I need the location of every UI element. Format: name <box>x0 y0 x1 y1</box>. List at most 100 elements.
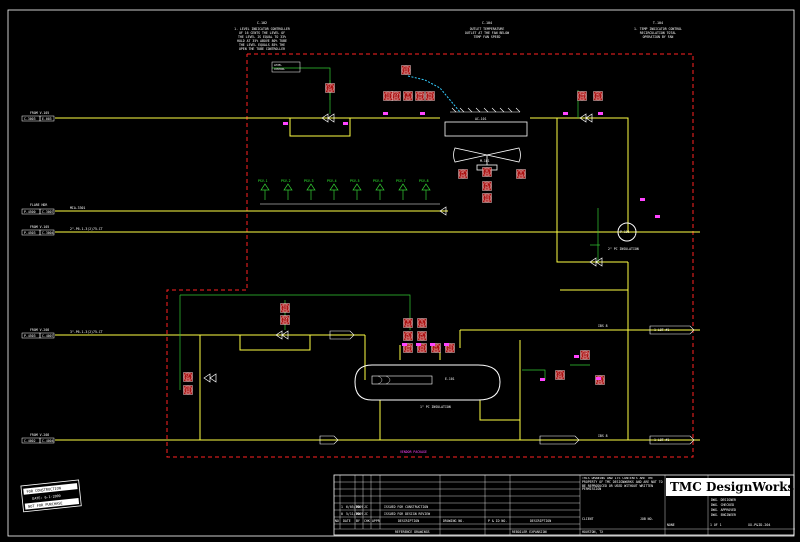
svg-text:THE LEVEL IS EQUAL TO 33%: THE LEVEL IS EQUAL TO 33% <box>238 35 286 39</box>
lower-instrument-tag: LSH <box>583 352 588 356</box>
svg-text:FROM V-105: FROM V-105 <box>30 111 49 115</box>
lower-instrument-bubble <box>403 318 413 328</box>
top-instrument-ring <box>593 91 603 101</box>
svg-text:CLIENT: CLIENT <box>582 517 594 521</box>
fan-control-line <box>407 75 461 113</box>
lower-instrument-tag: FT <box>434 345 438 349</box>
top-instrument-number: 103 <box>485 198 490 202</box>
top-instrument-bubble <box>577 91 587 101</box>
lower-instrument-tag: PT <box>420 333 424 337</box>
top-instrument-number: 103 <box>580 96 585 100</box>
svg-text:DESCRIPTION: DESCRIPTION <box>530 519 551 523</box>
top-instrument-number: 101 <box>386 96 391 100</box>
lower-instrument-tag: LAL <box>420 345 425 349</box>
boundary-line <box>166 53 694 458</box>
svg-text:DRAWING NO.: DRAWING NO. <box>443 519 464 523</box>
lower-instrument-bubble <box>417 331 427 341</box>
svg-text:C-4007: C-4007 <box>42 334 54 338</box>
lower-instrument-number: 201 <box>283 308 288 312</box>
approval-stamp: FOR CONSTRUCTION DATE: 6-1-2009 NOT FOR … <box>20 479 82 513</box>
top-instrument-number: 101 <box>406 96 411 100</box>
motor-label: M-101 <box>480 159 490 163</box>
svg-text:NO: NO <box>335 519 339 523</box>
lower-instrument-ring <box>431 343 441 353</box>
lower-instrument-bubble <box>431 343 441 353</box>
svg-text:C-3007: C-3007 <box>42 210 54 214</box>
lower-instrument-tag: LG <box>558 372 562 376</box>
svg-text:PSV-6: PSV-6 <box>373 179 383 183</box>
svg-text:1: 1 <box>341 505 343 509</box>
ibs-top-label: IBS 8 <box>598 324 608 328</box>
top-instrument-tag: LT <box>328 85 332 89</box>
svg-text:C-3003: C-3003 <box>24 117 36 121</box>
lower-instrument-number: 202 <box>420 323 425 327</box>
svg-text:JC: JC <box>364 505 368 509</box>
svg-text:NONE: NONE <box>667 523 675 527</box>
svg-text:C-104: C-104 <box>482 21 492 25</box>
svg-text:P & ID NO.: P & ID NO. <box>488 519 507 523</box>
top-instrument-tag: SC <box>485 169 489 173</box>
lower-instrument-tag: LAH <box>406 345 411 349</box>
top-instrument-bubble <box>401 65 411 75</box>
svg-text:OUTLET TEMPERATURE: OUTLET TEMPERATURE <box>470 27 505 31</box>
lower-instrument-ring <box>403 343 413 353</box>
lower-instrument-number: 203 <box>420 336 425 340</box>
svg-text:OF 16 CENTS THE LEVEL OF: OF 16 CENTS THE LEVEL OF <box>239 31 285 35</box>
lower-instrument-ring <box>183 372 193 382</box>
svg-text:PSV-3: PSV-3 <box>304 179 314 183</box>
company-logo <box>666 478 790 496</box>
lower-instrument-ring <box>280 315 290 325</box>
lower-instrument-tag: LT <box>186 374 190 378</box>
svg-text:5/11/2009: 5/11/2009 <box>346 512 363 516</box>
lower-instrument-number: 201 <box>420 348 425 352</box>
top-instrument-ring <box>325 83 335 93</box>
insulation-lower-label: 1" PC INSULATION <box>420 405 451 409</box>
top-instrument-number: 101 <box>328 88 333 92</box>
top-instrument-ring <box>458 169 468 179</box>
lower-instrument-bubble <box>183 385 193 395</box>
mid-line-label: 2"-P6-1-3(2)75-CT <box>70 227 103 231</box>
outlet-mid-box <box>539 435 580 445</box>
lower-instrument-ring <box>580 350 590 360</box>
lower-instrument-ring <box>417 318 427 328</box>
svg-text:DATE: DATE <box>343 519 351 523</box>
svg-text:0: 0 <box>341 512 343 516</box>
top-instrument-tag: TT <box>519 171 523 175</box>
lower-instrument-number: 201 <box>583 355 588 359</box>
top-instrument-bubble <box>458 169 468 179</box>
control-valves <box>203 113 603 383</box>
svg-text:6/05/2009: 6/05/2009 <box>346 505 363 509</box>
top-instrument-tag: TIC <box>386 93 391 97</box>
svg-text:C-4002: C-4002 <box>24 439 36 443</box>
lower-instrument-bubble <box>580 350 590 360</box>
lower-instrument-bubble <box>183 372 193 382</box>
lower-instrument-number: 201 <box>186 390 191 394</box>
svg-text:C-4004: C-4004 <box>42 439 54 443</box>
lower-instrument-bubble <box>555 370 565 380</box>
vendor-note: VENDOR PACKAGE <box>400 450 427 454</box>
lower-instrument-number: 202 <box>598 380 603 384</box>
inlet-1: FROM V-105 C-3003 E-003 <box>21 111 55 122</box>
lower-instrument-number: 201 <box>448 348 453 352</box>
lower-instrument-ring <box>417 331 427 341</box>
top-instrument-number: 102 <box>485 186 490 190</box>
svg-text:DWG. ENGINEER: DWG. ENGINEER <box>711 513 736 517</box>
svg-text:DWG. APPROVED: DWG. APPROVED <box>711 508 736 512</box>
process-lines <box>55 117 700 441</box>
air-cooler: AC-101 <box>444 107 528 137</box>
top-instrument-bubble <box>516 169 526 179</box>
svg-text:BY: BY <box>356 519 360 523</box>
top-instrument-bubble <box>482 181 492 191</box>
top-instrument-tag: LCV <box>394 93 399 97</box>
drawing-number: XX-P&ID-204 <box>748 523 770 527</box>
fan-blades <box>453 147 521 171</box>
vessel: E-101 <box>354 364 501 401</box>
inlet-4: FROM V-208 P-4503 C-4007 <box>21 328 55 339</box>
confidential-notice: THIS DRAWING AND ITS CONTENTS ARE THE PR… <box>582 477 663 492</box>
top-instrument-tag: LIC <box>404 67 409 71</box>
svg-text:C-102: C-102 <box>257 21 267 25</box>
svg-text:FOR CONSTRUCTION: FOR CONSTRUCTION <box>26 486 61 494</box>
svg-text:OPERATION BY FAN: OPERATION BY FAN <box>643 35 674 39</box>
svg-text:E-003: E-003 <box>42 117 52 121</box>
flare-line-label: MIA-3301 <box>70 206 85 210</box>
